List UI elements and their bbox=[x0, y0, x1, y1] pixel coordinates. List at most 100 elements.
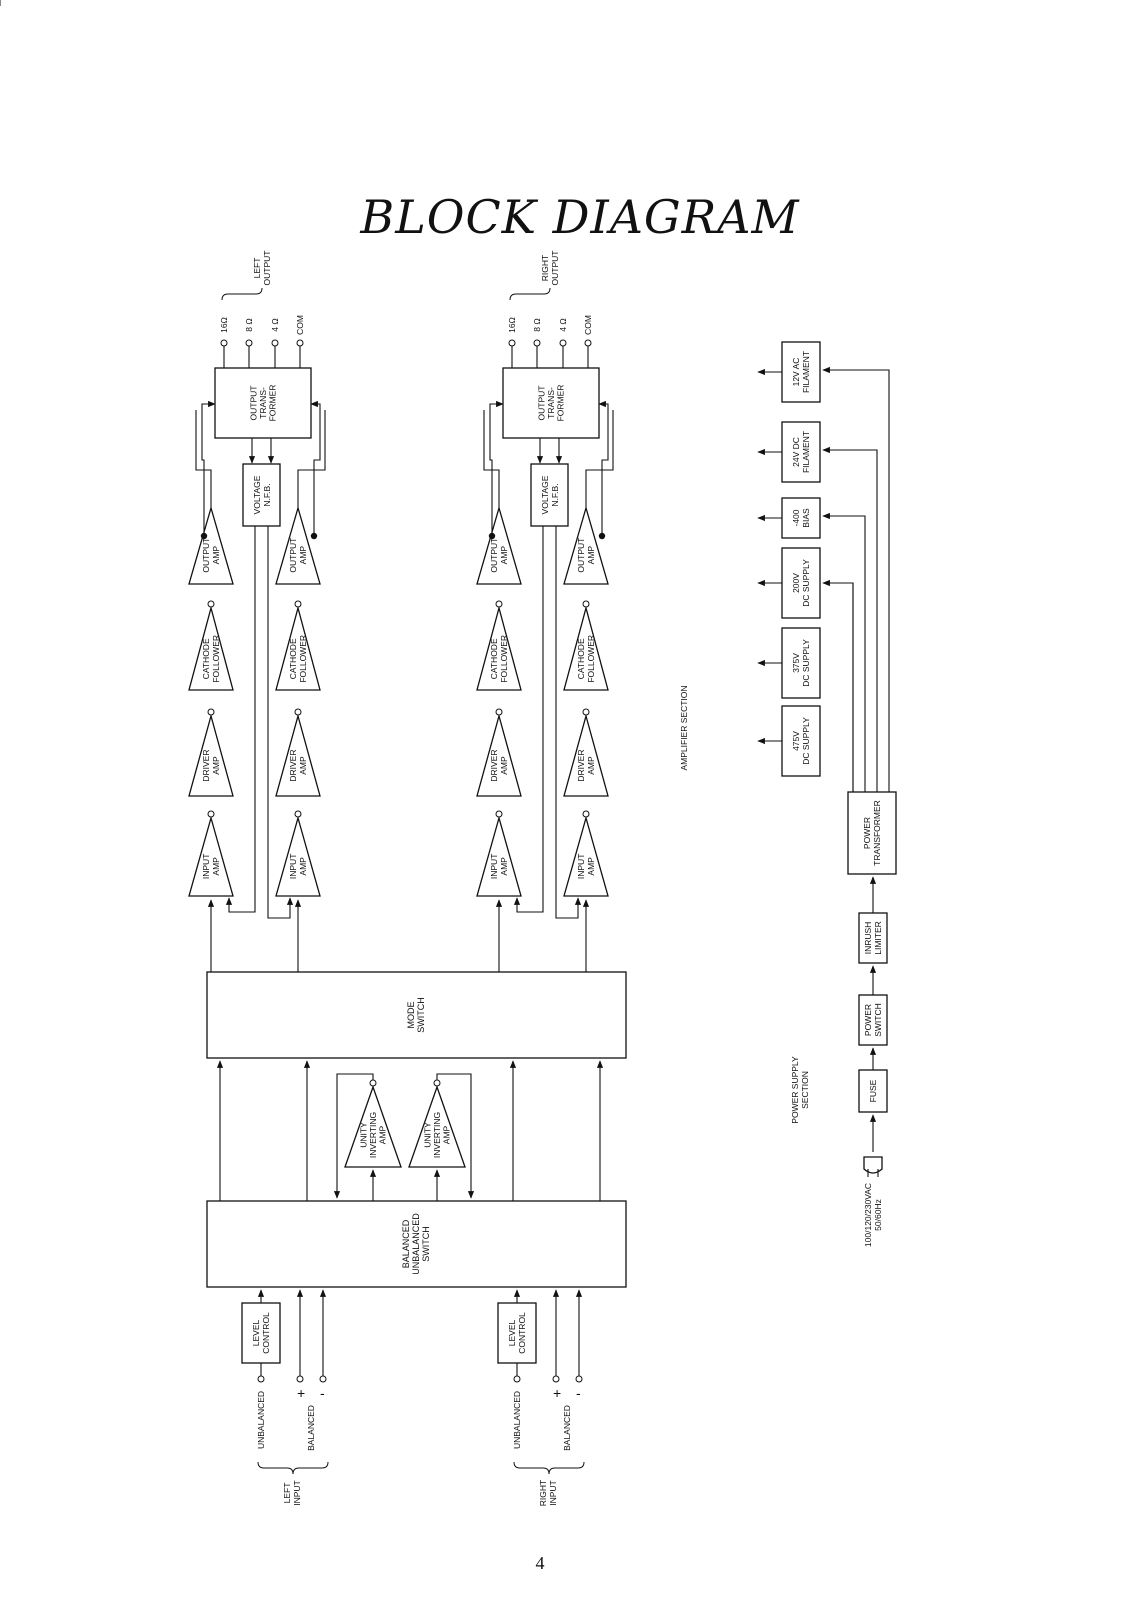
right-a-cathode-follower-label-line: CATHODE bbox=[489, 638, 499, 679]
right-a-input-amp-label-line: INPUT bbox=[489, 854, 499, 880]
right-unbalanced-label-text: UNBALANCED bbox=[512, 1391, 522, 1449]
left-balanced-label: BALANCED bbox=[306, 1405, 316, 1451]
left-b-input-amp-label-line: AMP bbox=[298, 857, 308, 876]
psu-output-0-label-line: FILAMENT bbox=[801, 351, 811, 393]
right-nfb-feedback-a bbox=[513, 526, 544, 913]
left-a-stage-terminal bbox=[207, 708, 215, 716]
left-unity-inverting-amp-label-line: AMP bbox=[377, 1125, 387, 1144]
right-tap-terminal bbox=[559, 339, 567, 347]
left-a-cathode-follower bbox=[188, 605, 234, 691]
plug-prongs bbox=[867, 1169, 879, 1177]
psu-output-0 bbox=[781, 341, 821, 403]
left-b-output-amp bbox=[275, 505, 321, 585]
right-level-control-label-line: LEVEL bbox=[507, 1319, 517, 1346]
left-level-control-label-line: CONTROL bbox=[261, 1312, 271, 1354]
psu-output-4-label-line: 375V bbox=[791, 653, 801, 673]
left-voltage-nfb-label-line: N.F.B. bbox=[262, 483, 272, 506]
right-b-input-amp bbox=[563, 815, 609, 897]
left-a-driver-amp-label-line: AMP bbox=[211, 756, 221, 775]
left-unbalanced-label: UNBALANCED bbox=[256, 1391, 266, 1449]
left-tap-label-2: 4 Ω bbox=[270, 318, 280, 331]
right-b-input-amp-label-line: INPUT bbox=[576, 854, 586, 880]
left-b-output-amp-label-line: OUTPUT bbox=[288, 538, 298, 573]
left-b-cathode-follower-label-line: CATHODE bbox=[288, 638, 298, 679]
left-output-transformer-label-line: FORMER bbox=[267, 385, 277, 422]
balanced-switch-label-line: SWITCH bbox=[421, 1226, 431, 1262]
right-unity-inverting-amp-label-line: INVERTING bbox=[432, 1112, 442, 1158]
left-input-brace bbox=[257, 1461, 329, 1475]
right-b-cathode-follower-label-line: CATHODE bbox=[576, 638, 586, 679]
right-minus-label: - bbox=[576, 1385, 581, 1401]
left-tap-terminal bbox=[245, 339, 253, 347]
left-output-transformer-label-line: TRANS- bbox=[258, 387, 268, 419]
left-a-input-amp-label-line: INPUT bbox=[201, 854, 211, 880]
right-tap-terminal bbox=[508, 339, 516, 347]
left-a-cathode-follower-label-line: CATHODE bbox=[201, 638, 211, 679]
left-output-label-line: LEFT bbox=[252, 258, 262, 279]
psu-output-1 bbox=[781, 421, 821, 483]
right-level-control bbox=[497, 1302, 537, 1364]
left-minus-terminal bbox=[319, 1375, 327, 1383]
left-a-output-amp bbox=[188, 505, 234, 585]
blocks bbox=[188, 339, 897, 1383]
right-balanced-label: BALANCED bbox=[562, 1405, 572, 1451]
right-b-drive-wire bbox=[585, 410, 614, 508]
inrush-limiter-label-line: INRUSH bbox=[863, 922, 873, 955]
left-a-output-amp-label-line: OUTPUT bbox=[201, 538, 211, 573]
right-tap-label-0-text: 16Ω bbox=[507, 317, 517, 333]
right-b-cathode-follower-label-line: FOLLOWER bbox=[586, 635, 596, 683]
psu-output-5-label-line: DC SUPPLY bbox=[801, 717, 811, 765]
fuse-label: FUSE bbox=[868, 1079, 878, 1102]
plug-body bbox=[863, 1156, 883, 1174]
left-a-output-amp-label-line: AMP bbox=[211, 546, 221, 565]
amplifier-section-label-text: AMPLIFIER SECTION bbox=[679, 685, 689, 770]
page-title: BLOCK DIAGRAM bbox=[360, 190, 800, 244]
right-output-transformer-label-line: TRANS- bbox=[546, 387, 556, 419]
left-nfb-feedback-a bbox=[225, 526, 256, 913]
right-a-driver-amp bbox=[476, 713, 522, 797]
left-b-driver-amp-label-line: DRIVER bbox=[288, 750, 298, 782]
page-number: 4 bbox=[535, 1553, 545, 1573]
fuse bbox=[858, 1069, 888, 1113]
right-b-output-amp-label-line: AMP bbox=[586, 546, 596, 565]
right-tap-terminal bbox=[533, 339, 541, 347]
right-tap-label-1-text: 8 Ω bbox=[532, 318, 542, 331]
right-unbalanced-terminal bbox=[513, 1375, 521, 1383]
right-a-output-junction bbox=[488, 532, 496, 540]
left-output-transformer-label-line: OUTPUT bbox=[248, 386, 258, 421]
power-supply-section-label-line: POWER SUPPLY bbox=[790, 1056, 800, 1124]
psu-output-3-label-line: 200V bbox=[791, 573, 801, 593]
right-tap-label-2: 4 Ω bbox=[558, 318, 568, 331]
psu-feed-0 bbox=[822, 366, 890, 792]
right-a-cathode-follower bbox=[476, 605, 522, 691]
left-unity-inverting-amp bbox=[344, 1085, 402, 1168]
psu-output-0-label-line: 12V AC bbox=[791, 358, 801, 387]
right-unity-inverting-amp-out-wire bbox=[436, 1073, 475, 1199]
power-switch-label-line: SWITCH bbox=[873, 1003, 883, 1037]
right-b-output-junction bbox=[598, 532, 606, 540]
right-a-output-amp-label-line: AMP bbox=[499, 546, 509, 565]
left-nfb-feedback-b bbox=[267, 526, 294, 919]
wires bbox=[195, 346, 890, 1376]
left-tap-label-1-text: 8 Ω bbox=[244, 318, 254, 331]
right-a-driver-amp-label-line: DRIVER bbox=[489, 750, 499, 782]
right-level-control-label-line: CONTROL bbox=[517, 1312, 527, 1354]
